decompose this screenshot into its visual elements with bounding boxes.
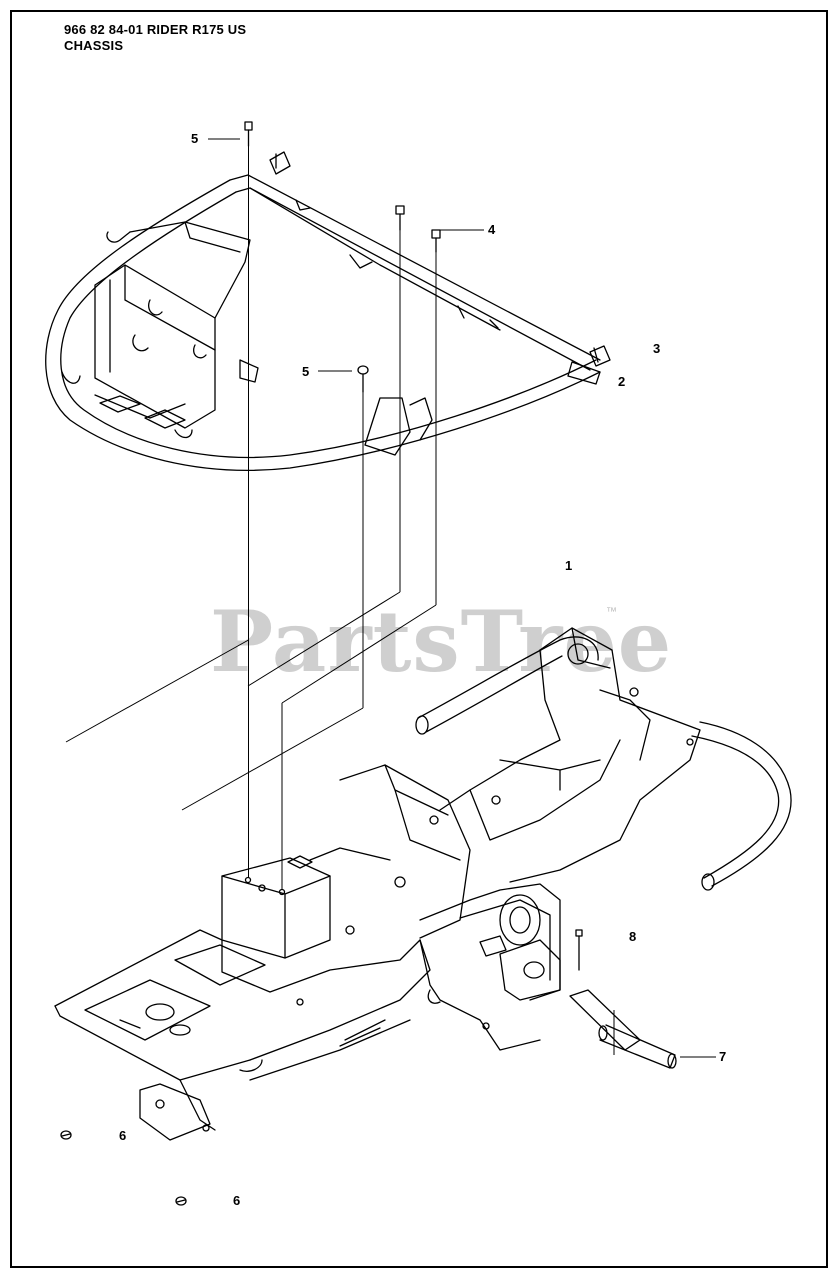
watermark: PartsTree [210,592,673,691]
callout-7: 7 [719,1049,727,1064]
callout-2: 2 [618,374,626,389]
bushing-part [269,151,611,367]
callout-8: 8 [629,929,637,944]
callout-4: 4 [488,222,496,237]
callout-6: 6 [119,1128,127,1143]
callout-3: 3 [653,341,661,356]
callout-5: 5 [302,364,310,379]
screw-part [244,121,583,971]
body-frame-part [45,174,601,471]
section-title: CHASSIS [64,38,124,53]
watermark-trademark: ™ [606,606,617,618]
diagram-frame [10,10,828,1268]
chassis-part [54,627,792,1206]
callout-5: 5 [191,131,199,146]
callout-1: 1 [565,558,573,573]
callout-6: 6 [233,1193,241,1208]
leader-lines [65,138,716,1058]
model-title: 966 82 84-01 RIDER R175 US [64,22,247,37]
